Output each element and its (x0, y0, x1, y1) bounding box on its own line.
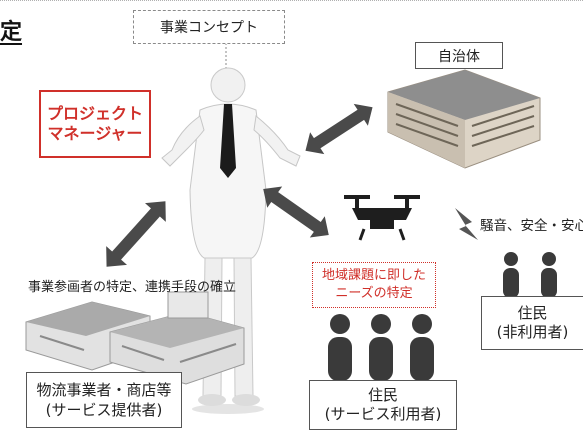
resident-nonuser-label: 住民 (非利用者) (481, 296, 583, 350)
project-manager-label-line1: プロジェクト (46, 104, 143, 123)
resident-user-line2: (サービス利用者) (324, 405, 442, 423)
municipality-label: 自治体 (415, 42, 503, 69)
project-manager-label: プロジェクト マネージャー (39, 90, 151, 158)
resident-user-figures-icon (328, 314, 434, 381)
logistics-provider-line2: (サービス提供者) (45, 401, 163, 419)
drone-icon (344, 195, 420, 241)
logistics-provider-line1: 物流事業者・商店等 (36, 380, 172, 399)
resident-nonuser-line2: (非利用者) (496, 323, 569, 341)
arrow-pm-municipality-icon (305, 103, 373, 155)
resident-user-line1: 住民 (367, 385, 398, 404)
regional-needs-line1: 地域課題に即した (321, 268, 426, 284)
logistics-provider-label: 物流事業者・商店等 (サービス提供者) (26, 372, 182, 428)
resident-nonuser-figures-icon (503, 252, 557, 298)
resident-user-label: 住民 (サービス利用者) (309, 380, 457, 430)
page-title-fragment: 定 (0, 20, 23, 45)
business-concept-label: 事業コンセプト (133, 10, 285, 44)
project-manager-figure-icon (161, 67, 301, 414)
top-dotted-border (0, 0, 583, 1)
resident-nonuser-line1: 住民 (517, 303, 548, 322)
arrow-pm-drone-icon (263, 186, 329, 238)
regional-needs-label: 地域課題に即した ニーズの特定 (312, 262, 436, 308)
project-manager-label-line2: マネージャー (47, 124, 143, 143)
arrow-pm-logistics-icon (106, 201, 166, 267)
noise-lightning-icon (455, 208, 478, 240)
participants-caption: 事業参画者の特定、連携手段の確立 (28, 280, 237, 295)
noise-safety-label: 騒音、安全・安心 (480, 218, 583, 234)
logistics-buildings-icon (25, 291, 245, 385)
regional-needs-line2: ニーズの特定 (335, 286, 413, 301)
municipality-building-icon (387, 69, 541, 169)
